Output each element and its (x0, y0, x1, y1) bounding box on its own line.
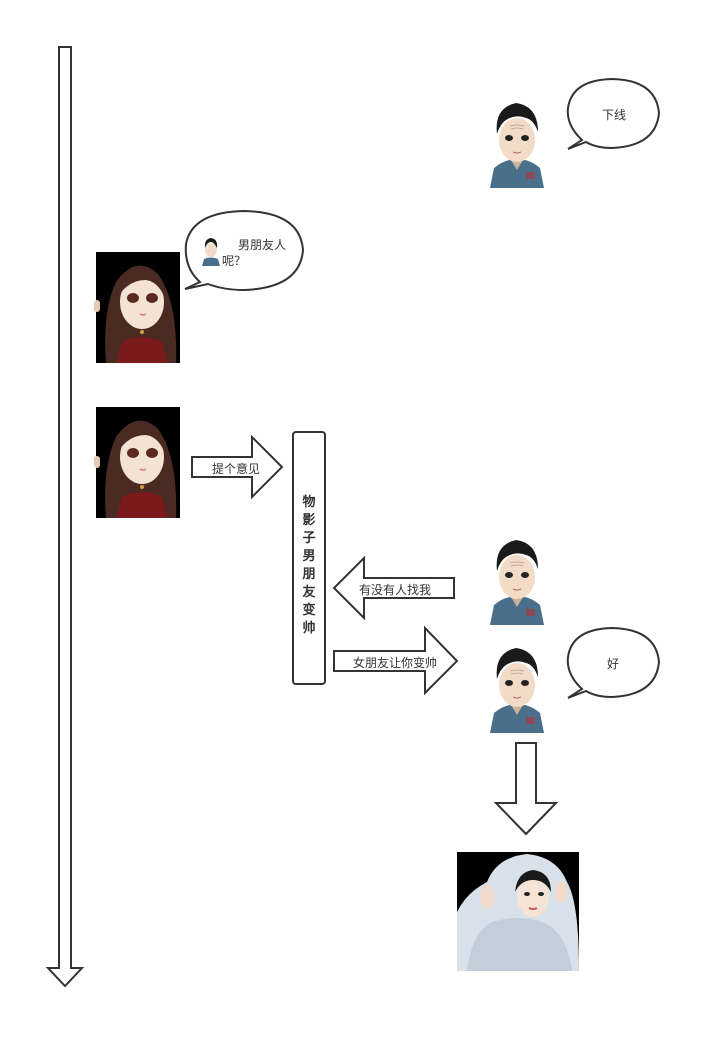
bubble-text-boyfriend-line2: 呢？ (222, 254, 247, 268)
bubble-text-hao: 好 (606, 657, 619, 671)
old-man-mini-icon (201, 236, 221, 266)
old-man-avatar-middle (486, 535, 548, 625)
old-man-avatar-lower (486, 643, 548, 733)
girl-hand-2 (94, 456, 100, 468)
arrow-label-gf-handsome: 女朋友让你变帅 (352, 656, 437, 670)
bubble-text-xiaxian: 下线 (601, 108, 626, 122)
arrow-label-suggest: 提个意见 (211, 462, 260, 476)
handsome-man-image (457, 852, 579, 971)
girl-avatar-1 (96, 252, 180, 363)
girl-avatar-2 (96, 407, 180, 518)
girl-hand-1 (94, 300, 100, 312)
arrow-label-anyone-looking: 有没有人找我 (358, 583, 431, 597)
process-box (292, 431, 326, 685)
old-man-avatar-top (486, 98, 548, 188)
process-box-label: 物影子男朋友变帅 (302, 495, 316, 636)
bubble-text-boyfriend-line1: 男朋友人 (238, 238, 287, 252)
